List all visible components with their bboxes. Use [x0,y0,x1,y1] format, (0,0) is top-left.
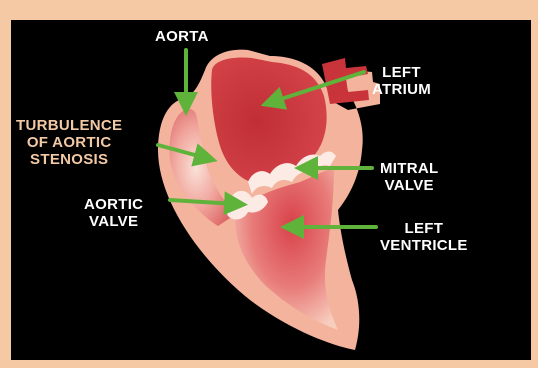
mitral-valve-label: MITRAL VALVE [380,160,438,194]
left-ventricle-label: LEFT VENTRICLE [380,220,468,254]
aorta-label: AORTA [155,28,209,45]
turbulence-label: TURBULENCE OF AORTIC STENOSIS [16,117,122,168]
left-atrium-label: LEFT ATRIUM [372,64,431,98]
aortic-valve-label: AORTIC VALVE [84,196,143,230]
